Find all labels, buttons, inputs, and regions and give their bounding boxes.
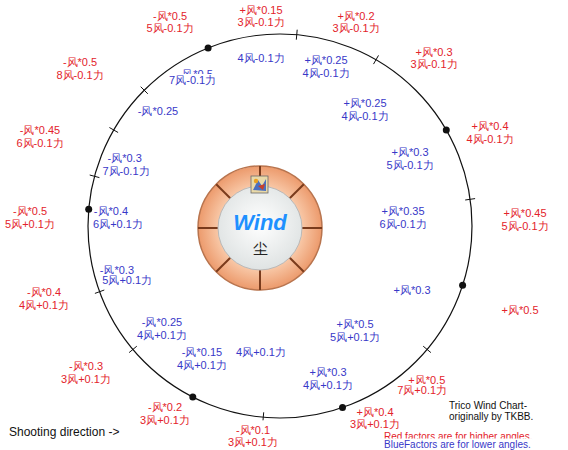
wind-factor: 4风+0.1力 <box>136 329 188 341</box>
wind-factor: -风*0.5 <box>12 205 48 217</box>
wind-factor: 5风+0.1力 <box>4 218 56 230</box>
wind-factor: 4风+0.1力 <box>176 359 228 371</box>
note-text: BlueFactors are for lower angles. <box>383 438 532 449</box>
spoke <box>290 184 304 198</box>
wind-factor: 3风-0.1力 <box>409 58 458 70</box>
outer-circle <box>88 34 472 418</box>
wind-factor: -风*0.4 <box>93 205 129 217</box>
angle-dot <box>85 206 92 213</box>
wind-factor: 5风+0.1力 <box>329 331 381 343</box>
note-text: originally by TKBB. <box>448 411 534 422</box>
dial-title: Wind <box>233 210 287 235</box>
wind-factor: -风*0.2 <box>147 401 183 413</box>
wind-factor: 3风-0.1力 <box>236 16 285 28</box>
tick-marks <box>90 30 475 421</box>
dial-glyph: 尘 <box>253 241 268 258</box>
wind-factor: 3风+0.1力 <box>227 436 279 448</box>
wind-factor: 3风+0.1力 <box>139 414 191 426</box>
wind-factor: +风*0.2 <box>337 10 376 22</box>
wind-ring <box>198 166 322 290</box>
tick-mark <box>141 87 148 94</box>
tick-mark <box>374 55 379 64</box>
wind-factor: -风*0.25 <box>141 316 183 328</box>
icon-sun <box>254 179 258 183</box>
wind-factor: 4风+0.1力 <box>302 379 354 391</box>
wind-factor: +风*0.3 <box>391 146 430 158</box>
wind-factor: 4风-0.1力 <box>340 110 389 122</box>
wind-factor: 6风-0.1力 <box>15 137 64 149</box>
wind-factor: -风*0.5 <box>152 10 188 22</box>
wind-dial-face: Wind 尘 <box>218 187 302 271</box>
wind-factor: -风*0.15 <box>181 346 223 358</box>
wind-factor: +风*0.3 <box>309 366 348 378</box>
wind-factor: 6风+0.1力 <box>92 218 144 230</box>
wind-factor: -风*0.3 <box>68 360 104 372</box>
angle-dot <box>189 394 196 401</box>
wind-factor: 5风-0.1力 <box>145 22 194 34</box>
spoke <box>216 184 230 198</box>
tick-mark <box>465 199 475 200</box>
wind-factor: +风*0.4 <box>471 120 510 132</box>
note-text: Trico Wind Chart- <box>448 400 528 411</box>
wind-factor: +风*0.3 <box>415 46 454 58</box>
wind-factor: 4风-0.1力 <box>301 67 350 79</box>
wind-factor: -风*0.3 <box>107 152 143 164</box>
angle-dot <box>459 282 466 289</box>
wind-factor: 7风-0.1力 <box>101 165 150 177</box>
wind-dial <box>218 186 302 270</box>
wind-factor: 5风+0.1力 <box>101 274 153 286</box>
wind-factor: 5风-0.1力 <box>500 220 549 232</box>
wind-factor: +风*0.5 <box>336 318 375 330</box>
wind-factor: 7风+0.1力 <box>396 384 448 396</box>
wind-factor: +风*0.25 <box>342 97 387 109</box>
wind-factor: +风*0.35 <box>380 205 425 217</box>
wind-factor: 4风+0.1力 <box>235 346 287 358</box>
angle-dot <box>443 127 450 134</box>
ring-spokes <box>198 166 322 290</box>
tick-mark <box>296 30 298 40</box>
wind-factor: -风*0.25 <box>137 105 179 117</box>
icon-frame <box>251 176 268 193</box>
tick-mark <box>95 290 104 293</box>
spoke <box>290 258 304 272</box>
tick-mark <box>263 412 265 420</box>
icon-flag <box>258 184 265 190</box>
icon-figure <box>253 179 266 191</box>
wind-factor: 4风-0.1力 <box>465 133 514 145</box>
wind-icon <box>251 176 268 193</box>
wind-factor: 3风+0.1力 <box>349 418 401 430</box>
wind-factor: +风*0.25 <box>303 54 348 66</box>
spoke <box>216 258 230 272</box>
wind-factor: 7风-0.1力 <box>168 74 217 86</box>
wind-factor: 3风+0.1力 <box>60 373 112 385</box>
wind-factor: +风*0.3 <box>393 284 432 296</box>
wind-factor: 5风-0.1力 <box>385 159 434 171</box>
tick-mark <box>90 175 100 178</box>
spoke <box>198 227 218 229</box>
angle-dot <box>339 404 346 411</box>
wind-factor: +风*0.45 <box>502 207 547 219</box>
tick-mark <box>109 128 118 133</box>
wind-factor: 8风-0.1力 <box>55 69 104 81</box>
wind-factor: -风*0.5 <box>62 56 98 68</box>
wind-factor: +风*0.15 <box>238 4 283 16</box>
wind-factor: 6风-0.1力 <box>378 218 427 230</box>
wind-factor: +风*0.4 <box>356 406 395 418</box>
dots <box>85 45 466 412</box>
spoke <box>259 270 261 290</box>
tick-mark <box>423 346 431 352</box>
wind-factor: 3风-0.1力 <box>331 22 380 34</box>
wind-factor: 4风+0.1力 <box>18 299 70 311</box>
wind-factor: 4风-0.1力 <box>236 52 285 64</box>
wind-factor: +风*0.5 <box>501 304 540 316</box>
wind-factor: -风*0.45 <box>19 124 61 136</box>
angle-dot <box>205 45 212 52</box>
spoke <box>302 227 322 229</box>
wind-factor: -风*0.1 <box>235 424 271 436</box>
tick-mark <box>129 346 137 352</box>
note-text: Shooting direction -> <box>8 426 120 439</box>
wind-factor: -风*0.4 <box>26 286 62 298</box>
